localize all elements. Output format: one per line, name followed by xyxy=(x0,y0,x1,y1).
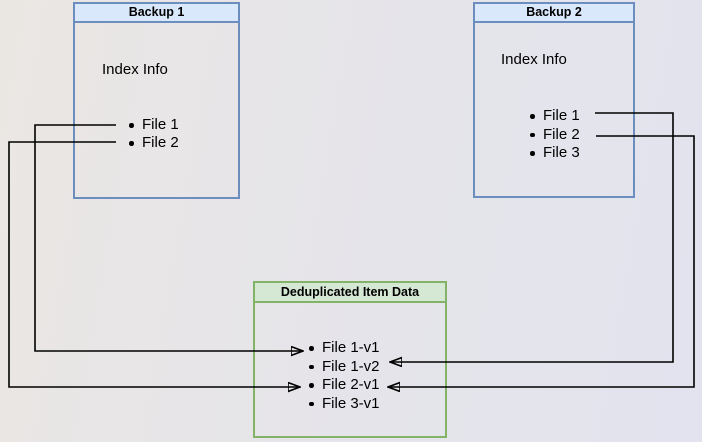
list-item: File 2 xyxy=(530,125,580,143)
list-item: File 3 xyxy=(530,144,580,161)
backup1-title: Backup 1 xyxy=(75,4,238,23)
dedup-file-list: File 1-v1 File 1-v2 File 2-v1 File 3-v1 xyxy=(309,339,380,413)
list-item: File 1-v1 xyxy=(309,339,380,356)
dedup-title: Deduplicated Item Data xyxy=(255,283,445,303)
list-item: File 2-v1 xyxy=(309,376,380,393)
backup2-index-info-label: Index Info xyxy=(501,51,567,68)
backup2-box: Backup 2 Index Info File 1 File 2 File 3 xyxy=(473,2,635,198)
list-item: File 2 xyxy=(129,134,179,151)
list-item: File 1 xyxy=(530,107,580,124)
backup1-file-list: File 1 File 2 xyxy=(129,116,179,152)
backup2-title: Backup 2 xyxy=(475,4,633,23)
backup2-file-list: File 1 File 2 File 3 xyxy=(530,107,580,163)
backup1-index-info-label: Index Info xyxy=(102,61,168,78)
list-item: File 3-v1 xyxy=(309,394,380,412)
backup1-box: Backup 1 Index Info File 1 File 2 xyxy=(73,2,240,199)
deduplicated-item-data-box: Deduplicated Item Data File 1-v1 File 1-… xyxy=(253,281,447,438)
list-item: File 1 xyxy=(129,116,179,133)
list-item: File 1-v2 xyxy=(309,357,380,375)
